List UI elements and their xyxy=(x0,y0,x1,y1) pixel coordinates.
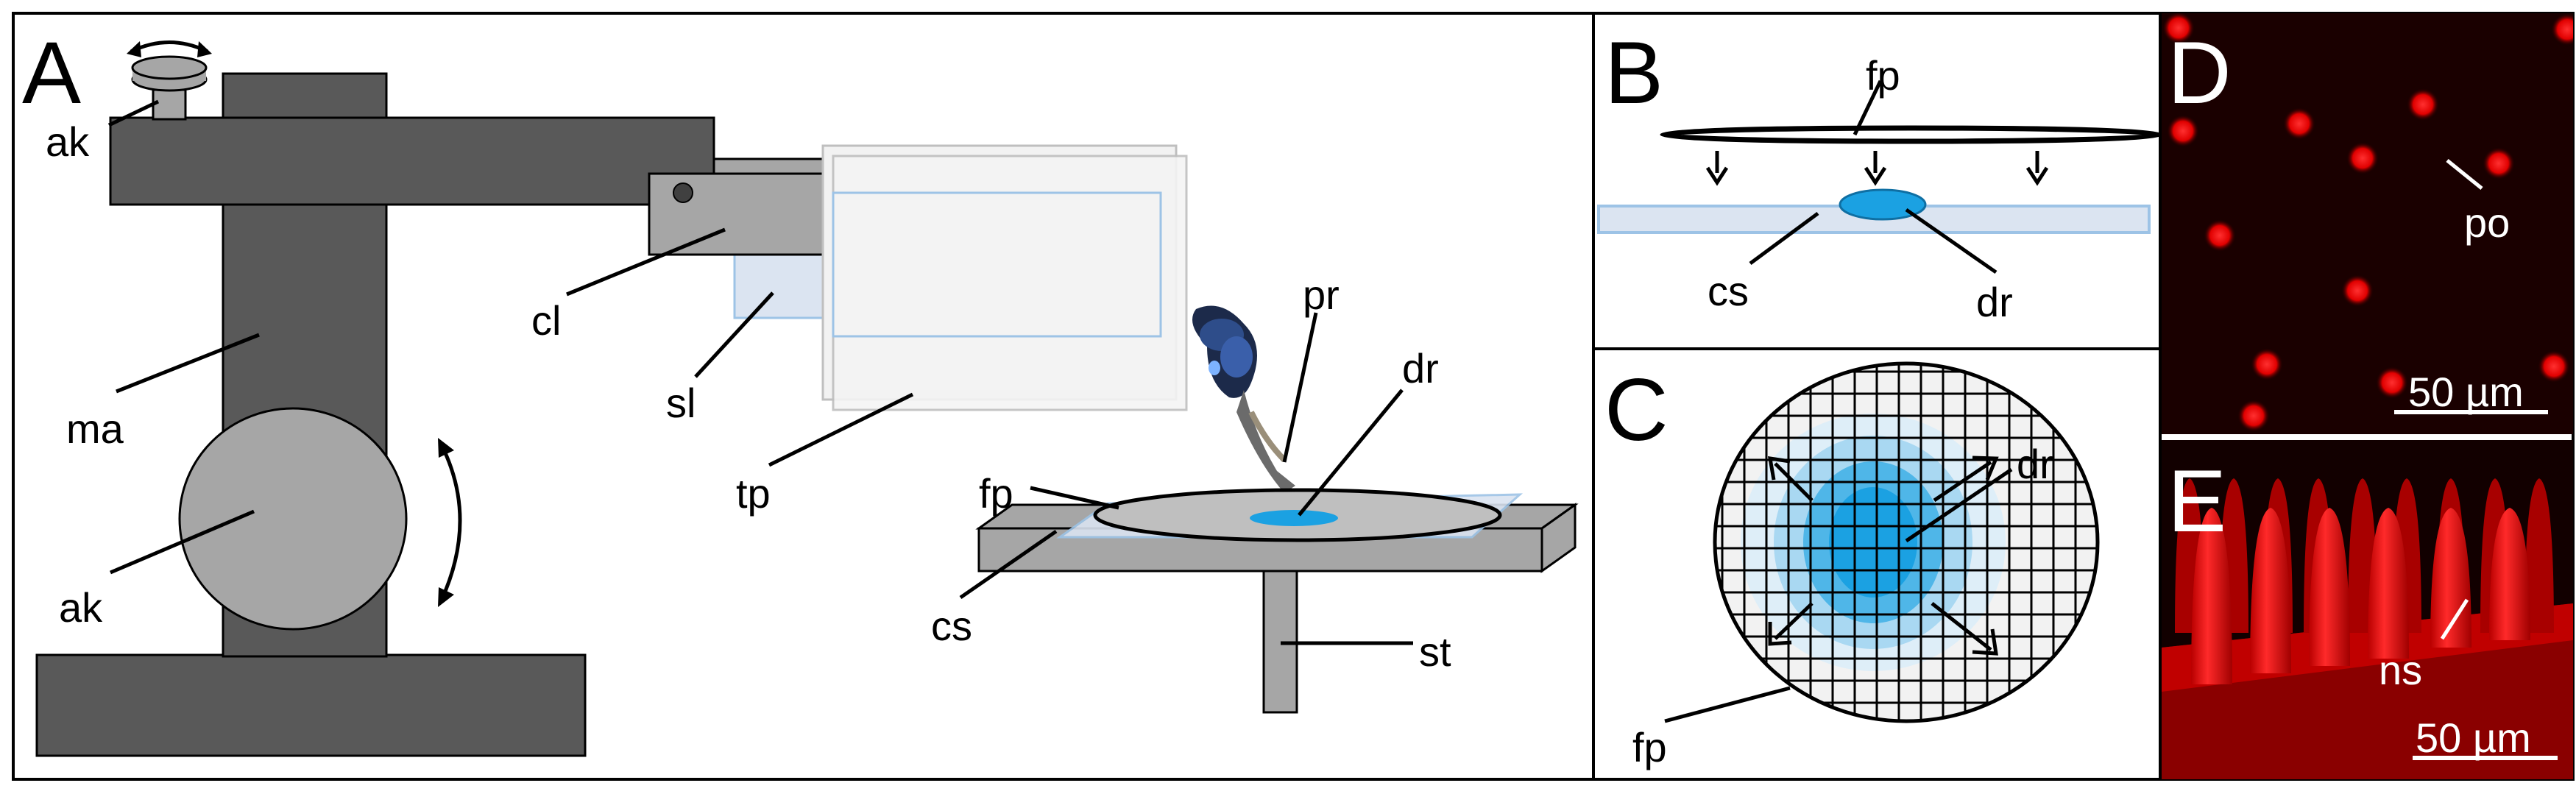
rotation-arrow-top-icon xyxy=(130,40,209,54)
scale-label-d: 50 µm xyxy=(2408,369,2524,415)
nanostructure-pillar xyxy=(2489,508,2530,640)
panel-a: A xyxy=(22,24,1579,757)
label-d-po: po xyxy=(2464,199,2510,246)
leader-d-po xyxy=(2446,159,2483,190)
fluorescent-particle xyxy=(2283,107,2315,140)
panel-letter-c: C xyxy=(1604,361,1669,459)
leader-ak-top xyxy=(107,99,160,127)
adjustment-knob-large xyxy=(178,407,408,631)
spread-arrow-icon xyxy=(1767,456,1999,656)
nanostructure-render xyxy=(2162,478,2573,779)
label-sl: sl xyxy=(666,380,696,426)
label-b-fp: fp xyxy=(1866,52,1900,99)
leader-ma xyxy=(116,333,260,394)
fluorescent-particle xyxy=(2237,400,2270,432)
label-ma: ma xyxy=(66,405,124,452)
fluorescent-particle xyxy=(2407,88,2439,121)
label-tp: tp xyxy=(736,470,771,517)
fluorescent-particle xyxy=(2346,142,2379,174)
panel-letter-d: D xyxy=(2168,24,2232,122)
panel-letter-b: B xyxy=(1604,24,1663,122)
fluorescent-particle xyxy=(2204,219,2236,252)
label-ak-top: ak xyxy=(46,118,90,165)
leader-b-cs xyxy=(1749,211,1819,266)
fluorescent-particle xyxy=(2538,350,2570,383)
leader-e-ns xyxy=(2440,598,2469,640)
panel-c: C dr fp xyxy=(1604,361,2100,770)
label-c-fp: fp xyxy=(1632,724,1667,770)
leader-cs xyxy=(959,529,1058,600)
label-pr: pr xyxy=(1303,272,1340,318)
nanostructure-pillar xyxy=(2191,508,2232,684)
panel-e: E ns 50 µm xyxy=(2162,440,2573,779)
spread-rings xyxy=(1715,364,2098,721)
label-dr: dr xyxy=(1402,345,1439,391)
nanostructure-pillar xyxy=(2368,508,2409,659)
label-cs: cs xyxy=(931,603,972,649)
leader-sl xyxy=(694,291,774,378)
clamp-screw xyxy=(673,182,693,203)
scale-label-e: 50 µm xyxy=(2416,715,2531,761)
nanostructure-pillar xyxy=(2309,508,2350,666)
slide-front xyxy=(832,191,1162,338)
machine-base xyxy=(35,653,587,757)
rotation-arrow-side-head-top xyxy=(438,438,454,458)
knob-cap xyxy=(131,55,208,80)
rotation-arrow-side-head-bottom xyxy=(438,587,454,607)
panel-letter-e: E xyxy=(2168,452,2226,550)
rotation-arrow-top-head-right xyxy=(197,41,212,57)
fly-image xyxy=(1192,305,1295,493)
fluorescent-particle xyxy=(2376,366,2408,399)
droplet-side xyxy=(1839,188,1927,221)
leader-ak-bottom xyxy=(110,509,255,575)
label-ak-bottom: ak xyxy=(59,584,103,631)
fluorescent-particle xyxy=(2341,274,2374,307)
knob-stem xyxy=(152,88,187,121)
filter-paper-outline xyxy=(1713,361,2100,723)
fluorescent-particle xyxy=(2483,147,2515,180)
leader-b-fp xyxy=(1853,79,1883,136)
fluorescent-particle xyxy=(2162,13,2195,44)
label-st: st xyxy=(1419,628,1451,675)
machine-arm xyxy=(109,116,715,206)
fluorescent-particles xyxy=(2162,13,2573,432)
leader-fp xyxy=(1030,486,1119,510)
down-arrow-icon xyxy=(1705,151,1729,186)
label-b-dr: dr xyxy=(1976,279,2013,325)
panel-letter-a: A xyxy=(22,24,81,122)
leader-c-fp xyxy=(1664,686,1791,723)
label-cl: cl xyxy=(531,297,561,344)
fluorescent-particle xyxy=(2167,115,2199,147)
nanostructure-pillar xyxy=(2430,508,2471,648)
label-c-dr: dr xyxy=(2017,441,2053,487)
fluorescent-particle xyxy=(2251,348,2283,380)
label-fp: fp xyxy=(979,470,1013,517)
leader-tp xyxy=(768,392,914,467)
leader-c-dr xyxy=(1905,467,2013,543)
nanostructure-pillar xyxy=(2250,508,2291,673)
fluorescent-particle xyxy=(2551,13,2573,46)
grid xyxy=(1715,364,2098,721)
rotation-arrow-side-icon xyxy=(439,444,462,601)
droplet xyxy=(1250,510,1338,526)
panel-b: B fp cs dr xyxy=(1597,24,2163,325)
rotation-arrow-top-head-left xyxy=(127,41,141,57)
leader-cl xyxy=(566,227,726,297)
leader-pr xyxy=(1282,312,1318,463)
leader-b-dr xyxy=(1905,208,1998,274)
label-b-cs: cs xyxy=(1708,268,1749,314)
filter-paper-side xyxy=(1660,125,2163,144)
clamp-bar xyxy=(712,157,841,175)
panel-d: D po 50 µm xyxy=(2162,13,2573,434)
nanostructure-pillar xyxy=(2524,478,2554,633)
down-arrow-icon xyxy=(1864,151,1887,186)
label-e-ns: ns xyxy=(2379,647,2422,693)
down-arrow-icon xyxy=(2025,151,2049,186)
leader-dr xyxy=(1298,389,1404,517)
transparent-plate-2 xyxy=(832,155,1188,411)
stage-side xyxy=(1540,503,1577,573)
